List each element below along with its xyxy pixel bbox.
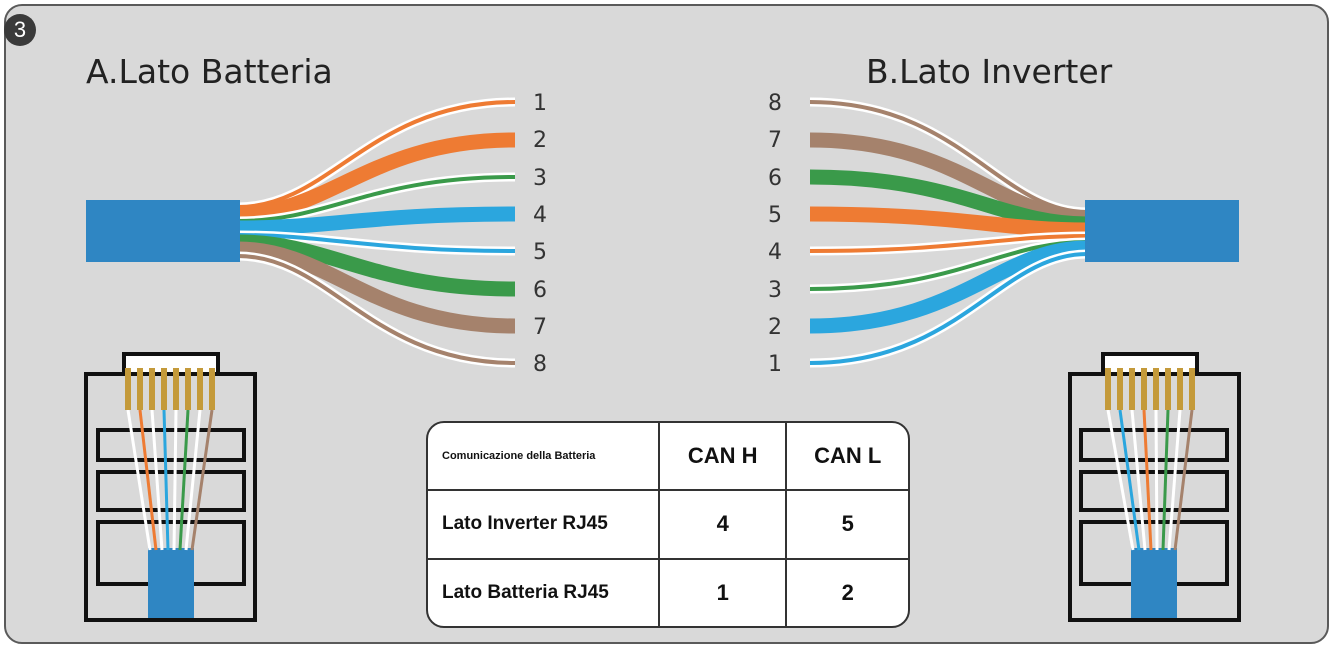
table-row: Lato Batteria RJ45 1 2 [428,558,908,626]
rj45-connector-right-icon [1068,352,1241,622]
side-a-wire-stripe [237,100,516,209]
side-b-wires [809,97,1088,368]
side-a-pin-label: 8 [533,352,547,377]
table-row-label: Lato Inverter RJ45 [428,488,660,561]
side-b-pin-label: 2 [768,315,782,340]
side-b-pin-label: 5 [768,203,782,228]
side-a-pin-label: 7 [533,315,547,340]
table-cell-can-l: 5 [785,488,908,561]
table-cell-can-h: 1 [657,558,788,626]
side-a-wire-stripe [237,233,516,253]
can-pin-table: Comunicazione della Batteria CAN H CAN L… [426,421,910,628]
side-a-pin-label: 5 [533,240,547,265]
side-a-wire [237,132,516,222]
side-b-pin-label: 8 [768,91,782,116]
side-b-pin-label: 7 [768,128,782,153]
side-b-pin-label: 1 [768,352,782,377]
table-row: Lato Inverter RJ45 4 5 [428,488,908,561]
table-cell-can-l: 2 [785,558,908,626]
table-corner-header: Comunicazione della Batteria [428,423,660,491]
table-col-can-l: CAN L [785,423,908,491]
side-a-pin-label: 6 [533,278,547,303]
side-b-title: B.Lato Inverter [866,52,1113,91]
table-row-label: Lato Batteria RJ45 [428,558,660,626]
side-b-wire-stripe [809,234,1088,253]
side-a-cable-jacket [86,200,240,262]
side-a-wire-stripe [237,175,516,223]
side-b-wire [809,206,1088,238]
side-b-pin-label: 4 [768,240,782,265]
side-a-wire [237,206,516,236]
side-a-pin-label: 1 [533,91,547,116]
table-cell-can-h: 4 [657,488,788,561]
rj45-connector-left-icon [84,352,257,622]
side-b-pin-label: 3 [768,278,782,303]
side-a-wires [237,97,516,368]
side-b-wire-stripe [809,252,1088,365]
side-a-wire [237,234,516,297]
side-a-wire [237,241,516,334]
table-col-can-h: CAN H [657,423,788,491]
step-badge: 3 [4,14,36,46]
side-a-wire-stripe [237,254,516,365]
side-a-title: A.Lato Batteria [86,52,333,91]
side-a-pin-label: 3 [533,166,547,191]
side-b-pin-label: 6 [768,166,782,191]
side-a-pin-label: 2 [533,128,547,153]
side-a-pin-label: 4 [533,203,547,228]
side-b-cable-jacket [1085,200,1239,262]
side-b-wire [809,240,1088,334]
